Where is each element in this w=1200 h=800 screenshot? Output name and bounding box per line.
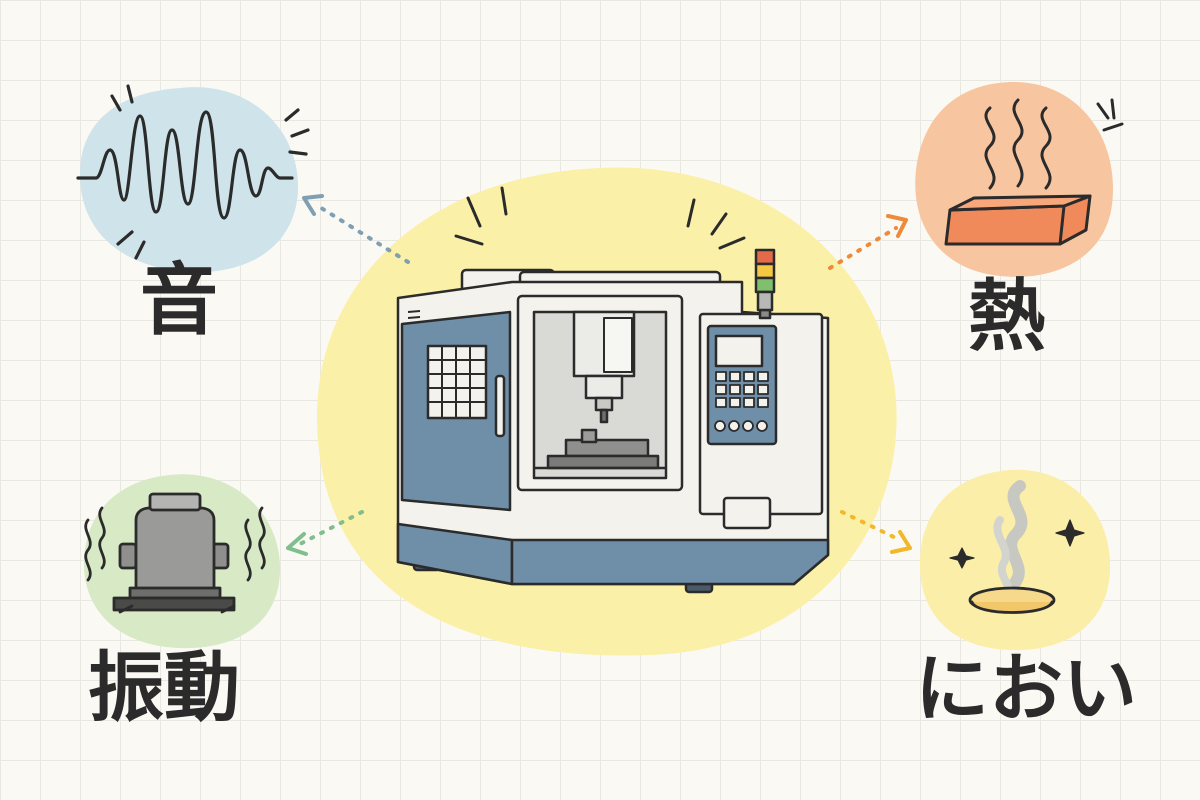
- sound-wave-icon: [76, 84, 310, 260]
- smell-vapor-icon: [949, 480, 1085, 614]
- label-smell: におい: [915, 646, 1137, 732]
- machine-sparkle-lines: [454, 186, 746, 250]
- arrow-to-smell: [840, 510, 912, 554]
- label-vibration: 振動: [88, 643, 240, 732]
- arrow-to-vibration: [286, 510, 364, 556]
- vibrating-motor-icon: [84, 492, 266, 614]
- arrow-to-heat: [828, 214, 908, 270]
- label-sound: 音: [140, 256, 219, 346]
- label-heat: 熱: [968, 272, 1047, 362]
- heat-waves-icon: [944, 98, 1124, 246]
- arrow-to-sound: [302, 194, 410, 264]
- sound-blob: [79, 87, 299, 273]
- cnc-machine-icon: [396, 248, 830, 594]
